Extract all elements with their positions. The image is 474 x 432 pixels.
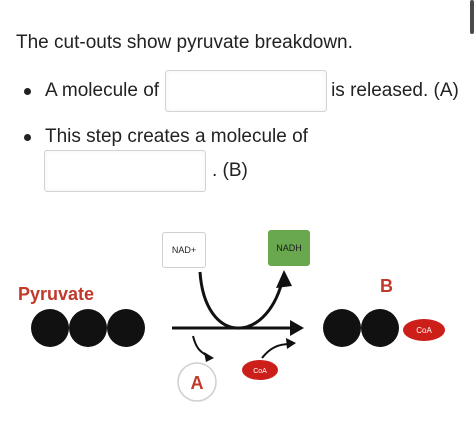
pyruvate-label: Pyruvate [18, 284, 95, 304]
product-b-label: B [380, 276, 393, 296]
release-arrow-head [204, 352, 214, 362]
coa-product-ellipse [403, 319, 445, 341]
answer-blank-a[interactable] [165, 70, 328, 112]
bullet-2-text: This step creates a molecule of [45, 126, 308, 147]
bullet-1-text-after: is released. (A) [331, 80, 459, 101]
coa-small-text: CoA [253, 368, 267, 375]
product-carbon-1 [323, 309, 361, 347]
nad-curve-arrow-head [276, 270, 292, 288]
coa-arrow-head [286, 338, 296, 349]
bullet-2-continuation: . (B) [44, 150, 248, 192]
bullet-dot [24, 87, 31, 95]
nad-curve-arrow [198, 271, 284, 330]
coa-small-ellipse [242, 360, 278, 380]
coa-product-text: CoA [416, 326, 432, 335]
release-arrow [192, 335, 209, 357]
product-carbon-2 [361, 309, 399, 347]
question-heading: The cut-outs show pyruvate breakdown. [16, 32, 353, 53]
bullet-dot [24, 133, 31, 141]
bullet-1: A molecule of is released. (A) [24, 70, 459, 112]
pyruvate-carbon-3 [107, 309, 145, 347]
main-arrow-head [290, 320, 304, 336]
answer-blank-b[interactable] [44, 150, 206, 192]
bullet-2-text-after: . (B) [212, 160, 248, 181]
bullet-2: This step creates a molecule of [24, 126, 308, 148]
pyruvate-carbon-2 [69, 309, 107, 347]
label-a-circle [177, 362, 217, 402]
coa-arrow [261, 343, 291, 359]
bullet-1-text-before: A molecule of [45, 80, 160, 101]
nad-plus-box: NAD+ [162, 232, 206, 268]
pyruvate-carbon-1 [31, 309, 69, 347]
nad-plus-label: NAD+ [171, 245, 197, 255]
scrollbar-thumb[interactable] [470, 0, 474, 34]
nadh-box: NADH [268, 230, 310, 266]
nadh-label: NADH [276, 243, 302, 253]
label-a-text: A [191, 373, 204, 393]
